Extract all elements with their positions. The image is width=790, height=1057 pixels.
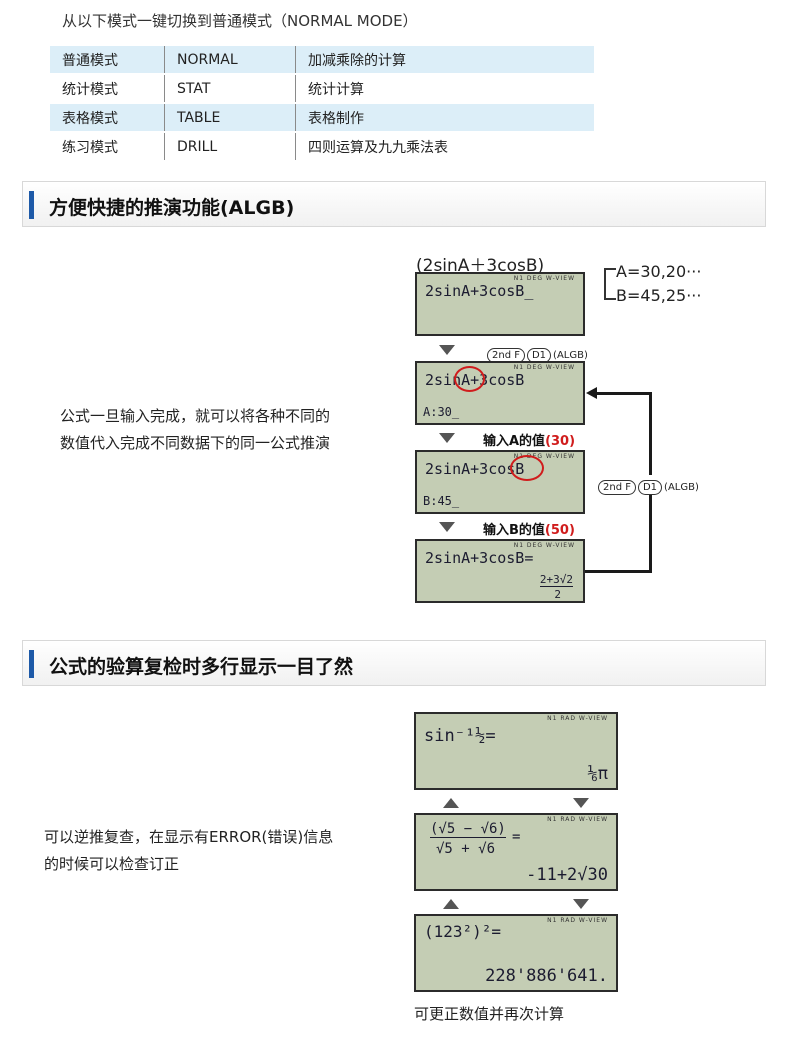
step-value: (50) [544,523,575,538]
table-row: 统计模式 STAT 统计计算 [50,73,594,103]
mode-name: 表格模式 [50,102,165,132]
lcd-indicator: N1 DEG W-VIEW [513,542,575,549]
loop-line-top [596,392,652,395]
table-row: 普通模式 NORMAL 加减乘除的计算 [50,44,594,74]
highlight-circle-a [454,366,485,392]
mode-desc: 表格制作 [295,102,594,132]
result-denominator: 2 [554,588,561,601]
down-arrow-icon [439,433,455,443]
lcd-screen-b: N1 RAD W-VIEW (√5 − √6) √5 + √6 = -11+2√… [414,813,618,891]
key-d1: D1 [637,480,663,495]
mode-name: 统计模式 [50,73,165,103]
b-values: B=45,25··· [616,286,702,305]
algb-description-line1: 公式一旦输入完成，就可以将各种不同的 [60,407,331,425]
loop-arrow-head-icon [586,387,597,399]
values-bracket [604,268,616,300]
result-numerator: 2+3√2 [539,573,573,587]
highlight-circle-b [510,455,544,481]
up-arrow-icon [443,899,459,909]
formula-header: (2sinA＋3cosB) [416,256,545,276]
key-2ndf: 2nd F [598,480,636,495]
section-banner-algb: 方便快捷的推演功能(ALGB) [22,181,766,227]
algb-description-line2: 数值代入完成不同数据下的同一公式推演 [60,434,331,452]
lcd-indicator: N1 RAD W-VIEW [547,917,608,924]
caption: 可更正数值并再次计算 [414,1005,565,1023]
section-banner-multiline: 公式的验算复检时多行显示一目了然 [22,640,766,686]
lcd-indicator: N1 DEG W-VIEW [513,364,575,371]
mode-name: 练习模式 [50,131,165,160]
lcd-result: 228'886'641. [485,966,608,986]
mode-code: TABLE [164,102,296,132]
lcd-indicator: N1 DEG W-VIEW [513,275,575,282]
lcd-indicator: N1 RAD W-VIEW [547,715,608,722]
mode-switch-intro: 从以下模式一键切换到普通模式（NORMAL MODE） [62,12,418,30]
mode-code: NORMAL [164,44,296,74]
mode-table: 普通模式 NORMAL 加减乘除的计算 统计模式 STAT 统计计算 表格模式 … [50,44,594,160]
lcd-line-1: 2sinA+3cosB= [425,549,534,567]
mode-code: STAT [164,73,296,103]
lcd-screen-2: N1 DEG W-VIEW 2sinA+3cosB A:30_ [415,361,585,425]
lcd-result: -11+2√30 [526,865,608,885]
equals-sign: = [512,829,521,845]
section-title: 方便快捷的推演功能(ALGB) [49,197,295,219]
mode-name: 普通模式 [50,44,165,74]
multiline-description-line2: 的时候可以检查订正 [44,855,180,873]
down-arrow-icon [439,522,455,532]
step-enter-a: 输入A的值(30) [483,430,575,449]
lcd-line-2: A:30_ [423,405,460,419]
table-row: 练习模式 DRILL 四则运算及九九乘法表 [50,131,594,160]
lcd-indicator: N1 DEG W-VIEW [513,453,575,460]
lcd-result: ⅙π [587,764,608,784]
mode-desc: 统计计算 [295,73,594,103]
down-arrow-icon [573,798,589,808]
lcd-screen-3: N1 DEG W-VIEW 2sinA+3cosB B:45_ [415,450,585,514]
key-label: (ALGB) [553,350,588,361]
fraction-denominator: √5 + √6 [436,841,496,857]
fraction-numerator: (√5 − √6) [430,821,506,838]
step-value: (30) [545,434,576,449]
a-values: A=30,20··· [616,262,702,281]
loop-line-bottom [585,570,651,573]
mode-desc: 加减乘除的计算 [295,44,594,74]
banner-accent-bar [29,650,34,678]
section-title: 公式的验算复检时多行显示一目了然 [49,656,354,678]
down-arrow-icon [573,899,589,909]
down-arrow-icon [439,345,455,355]
lcd-line-1: 2sinA+3cosB [425,460,525,478]
step-label: 输入A的值 [483,434,546,449]
step-label: 输入B的值 [483,523,545,538]
lcd-screen-4: N1 DEG W-VIEW 2sinA+3cosB= 2+3√2 2 [415,539,585,603]
multiline-description-line1: 可以逆推复查，在显示有ERROR(错误)信息 [44,828,334,846]
mode-code: DRILL [164,131,296,160]
lcd-line-2: B:45_ [423,494,460,508]
lcd-line-1: sin⁻¹½= [424,726,496,746]
table-row: 表格模式 TABLE 表格制作 [50,102,594,132]
key-label: (ALGB) [664,482,699,493]
up-arrow-icon [443,798,459,808]
lcd-line-1: 2sinA+3cosB_ [425,282,534,300]
step-enter-b: 输入B的值(50) [483,519,575,538]
lcd-screen-1: N1 DEG W-VIEW 2sinA+3cosB_ [415,272,585,336]
banner-accent-bar [29,191,34,219]
lcd-line-1: (123²)²= [424,922,502,941]
mode-desc: 四则运算及九九乘法表 [295,131,594,160]
lcd-indicator: N1 RAD W-VIEW [547,816,608,823]
lcd-screen-c: N1 RAD W-VIEW (123²)²= 228'886'641. [414,914,618,992]
lcd-screen-a: N1 RAD W-VIEW sin⁻¹½= ⅙π [414,712,618,790]
